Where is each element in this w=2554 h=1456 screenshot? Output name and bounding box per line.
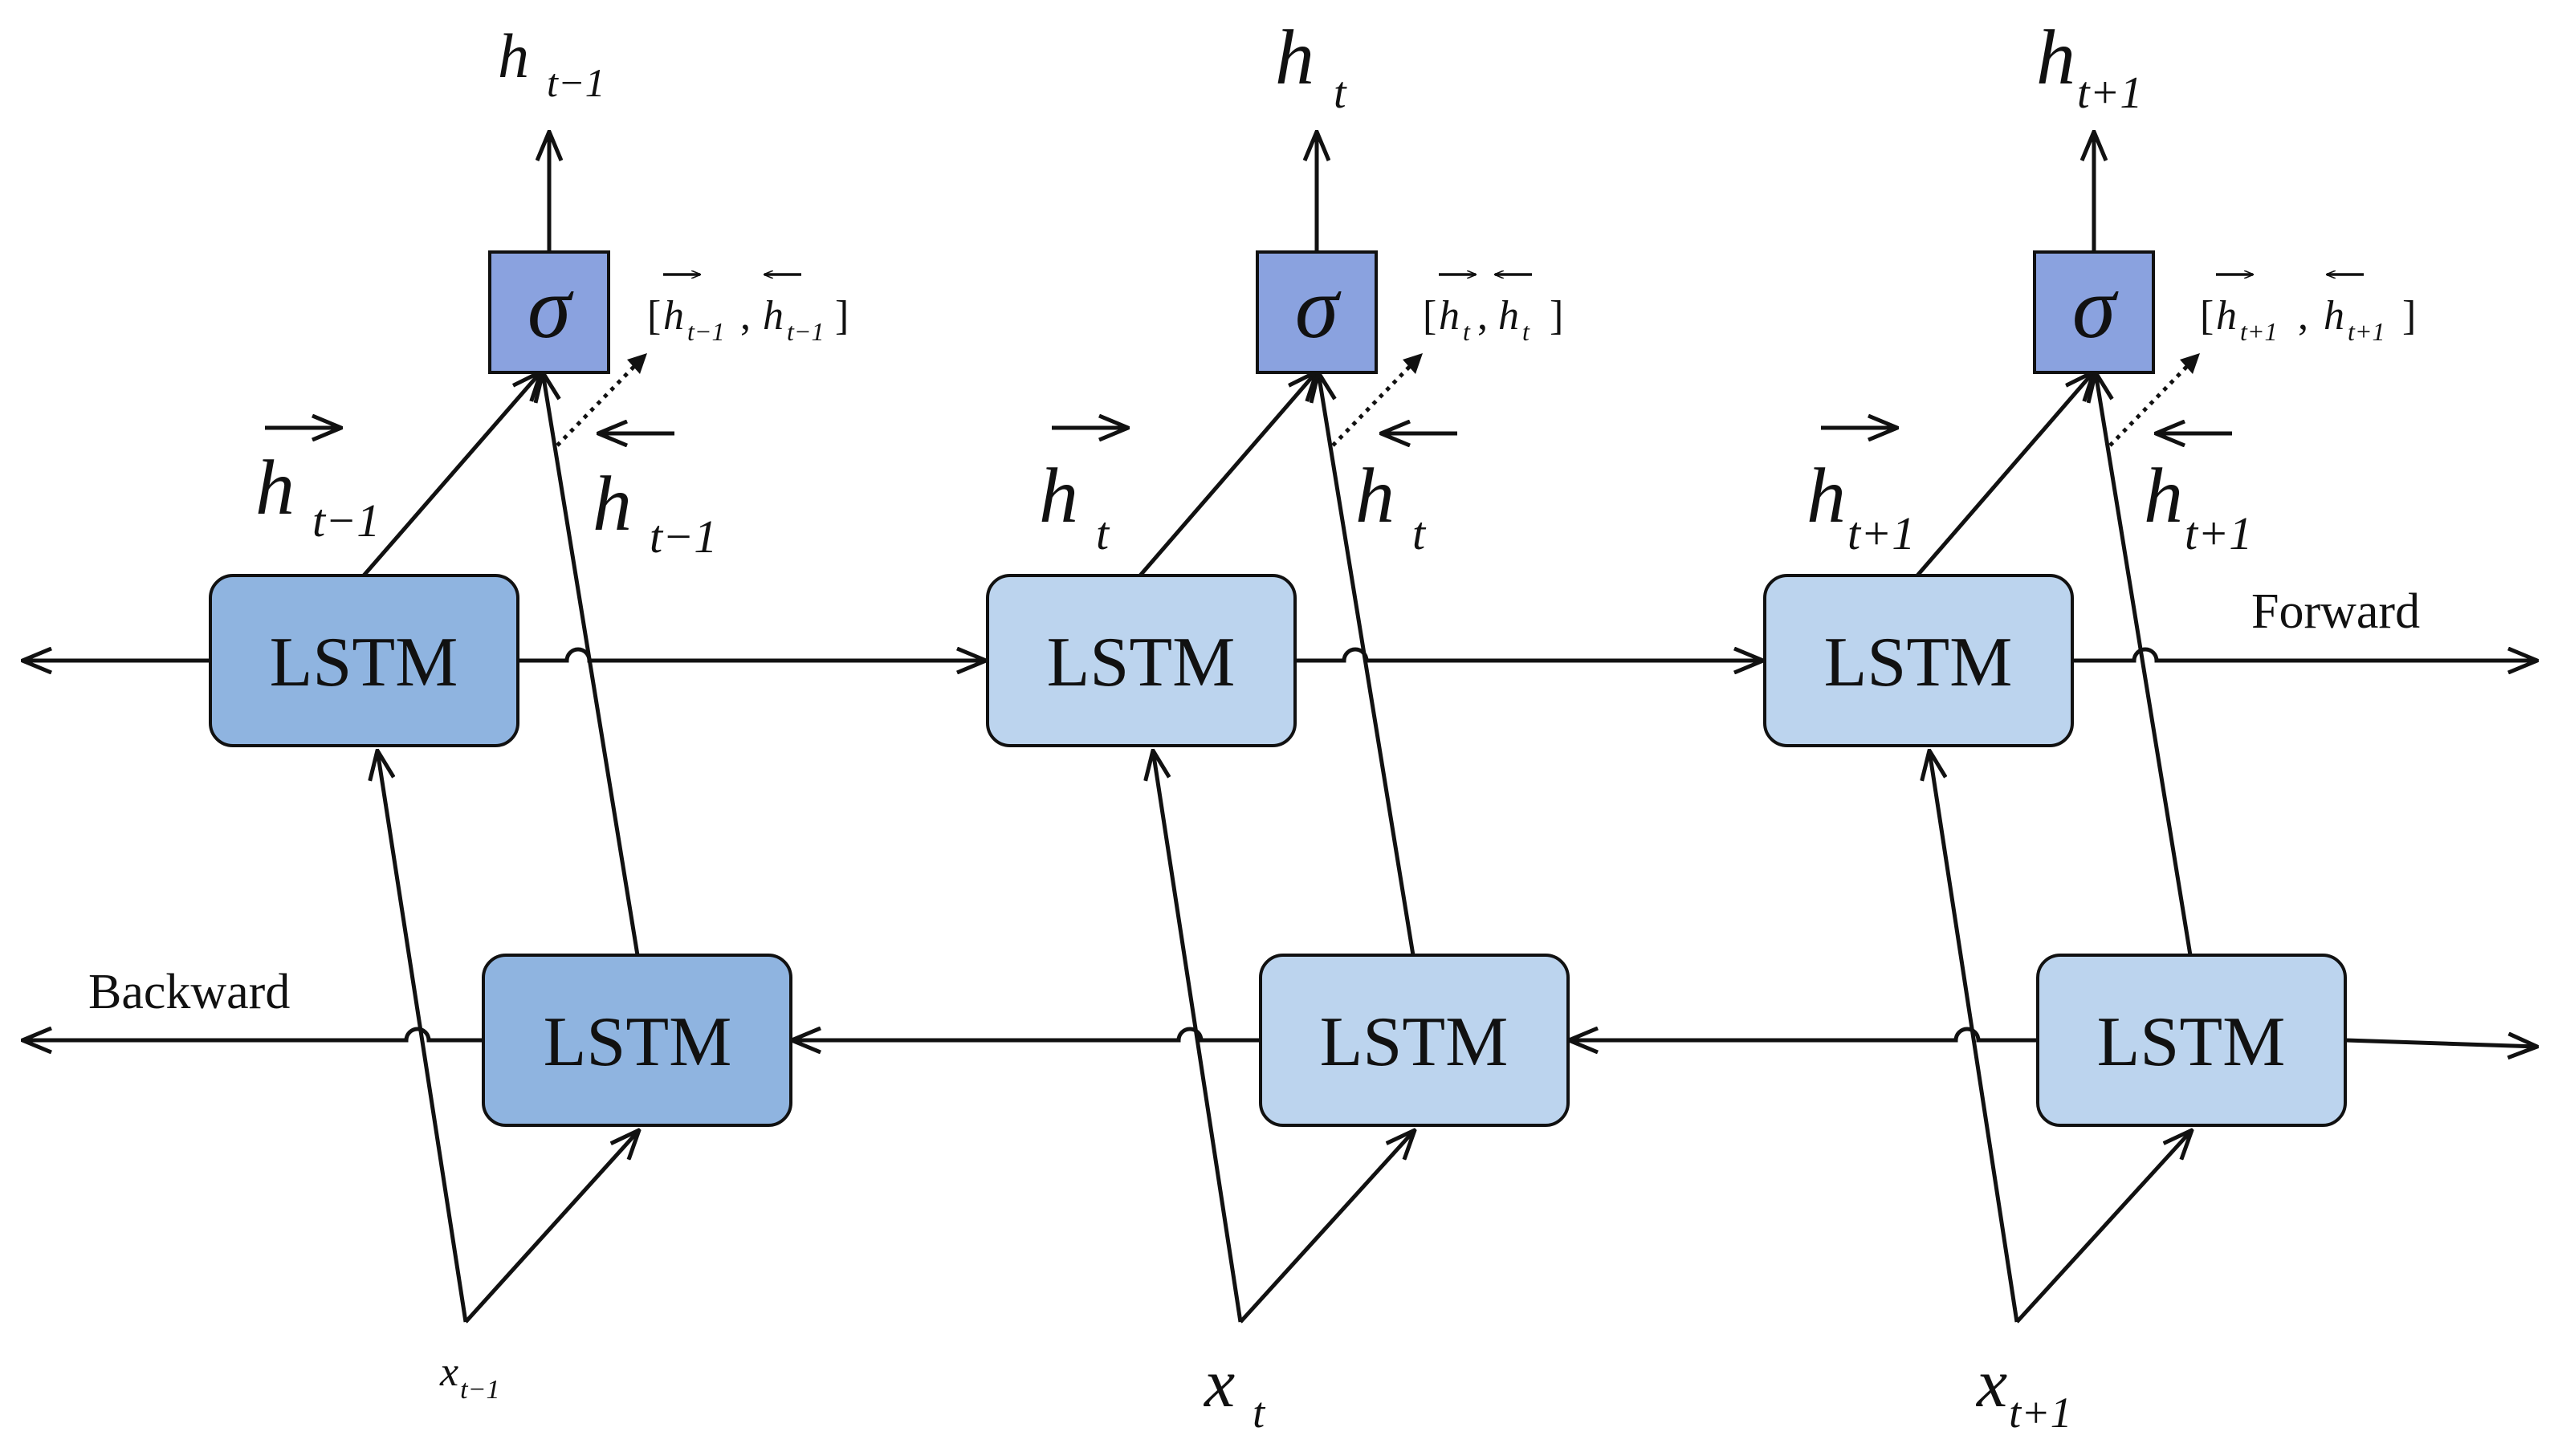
svg-text:,: , bbox=[1477, 293, 1488, 339]
backward-chain bbox=[22, 1029, 2537, 1047]
forward-to-sigma bbox=[362, 372, 541, 577]
forward-lstm-cell bbox=[209, 574, 519, 747]
backward-h-label: ht+1 bbox=[2144, 453, 2252, 559]
forward-lstm-cell bbox=[986, 574, 1297, 747]
lstm-label: LSTM bbox=[1320, 1003, 1509, 1081]
backward-lstm-cell bbox=[1259, 954, 1570, 1127]
input-to-backward-lstm bbox=[1239, 1130, 1415, 1324]
svg-text:ht−1: ht−1 bbox=[663, 293, 724, 346]
lstm-label: LSTM bbox=[1824, 624, 2013, 702]
sigma-symbol: σ bbox=[528, 258, 574, 356]
backward-left-arrow bbox=[22, 1029, 483, 1040]
svg-text:[: [ bbox=[2200, 293, 2214, 339]
input-to-forward-lstm bbox=[377, 750, 468, 1323]
concat-dotted-line bbox=[556, 355, 646, 447]
input-to-backward-lstm bbox=[464, 1130, 639, 1324]
svg-text:ht: ht bbox=[1498, 293, 1530, 346]
sigma-symbol: σ bbox=[2072, 258, 2119, 356]
lstm-label: LSTM bbox=[270, 624, 458, 702]
backward-to-sigma bbox=[543, 372, 640, 956]
forward-to-sigma bbox=[1139, 372, 1317, 577]
forward-h-label: ht+1 bbox=[1807, 453, 1915, 559]
input-to-forward-lstm bbox=[1929, 750, 2019, 1323]
lstm-label: LSTM bbox=[2097, 1003, 2286, 1081]
concat-dotted-arrowhead bbox=[1403, 353, 1423, 374]
svg-text:]: ] bbox=[2402, 293, 2416, 339]
svg-text:[: [ bbox=[647, 293, 661, 339]
lstm-label: LSTM bbox=[544, 1003, 732, 1081]
sigma-box bbox=[1256, 250, 1378, 374]
backward-arrow-2 bbox=[1569, 1029, 2038, 1040]
forward-direction-label: Forward bbox=[2251, 584, 2420, 639]
svg-text:ht+1: ht+1 bbox=[2216, 293, 2277, 346]
concat-dotted-arrowhead bbox=[2180, 353, 2200, 374]
svg-text:ht−1: ht−1 bbox=[763, 293, 824, 346]
sigma-box bbox=[488, 250, 610, 374]
lstm-label: LSTM bbox=[1047, 624, 1236, 702]
concat-dotted-line bbox=[1331, 355, 1421, 447]
backward-arrow-1 bbox=[792, 1029, 1261, 1040]
svg-text:,: , bbox=[740, 293, 751, 339]
forward-to-sigma bbox=[1916, 372, 2094, 577]
output-h-label: ht+1 bbox=[2036, 14, 2142, 118]
input-to-backward-lstm bbox=[2015, 1130, 2192, 1324]
svg-text:ht: ht bbox=[1439, 293, 1471, 346]
backward-to-sigma bbox=[2096, 372, 2193, 956]
forward-right-arrow bbox=[2071, 649, 2537, 661]
svg-text:ht+1: ht+1 bbox=[2324, 293, 2385, 346]
forward-lstm-cell bbox=[1763, 574, 2074, 747]
svg-text:[: [ bbox=[1423, 293, 1436, 339]
backward-right-arrow bbox=[2345, 1040, 2537, 1047]
concat-dotted-arrowhead bbox=[627, 353, 647, 374]
backward-direction-label: Backward bbox=[88, 965, 290, 1019]
concat-dotted-line bbox=[2108, 355, 2198, 447]
backward-to-sigma bbox=[1318, 372, 1415, 956]
sigma-box bbox=[2033, 250, 2155, 374]
svg-text:,: , bbox=[2298, 293, 2308, 339]
input-to-forward-lstm bbox=[1153, 750, 1243, 1323]
backward-lstm-cell bbox=[482, 954, 792, 1127]
input-x-label: xt−1 bbox=[439, 1349, 499, 1405]
svg-text:]: ] bbox=[835, 293, 849, 339]
backward-lstm-cell bbox=[2036, 954, 2347, 1127]
sigma-symbol: σ bbox=[1295, 258, 1342, 356]
input-x-label: xt+1 bbox=[1975, 1344, 2072, 1437]
svg-text:]: ] bbox=[1550, 293, 1563, 339]
